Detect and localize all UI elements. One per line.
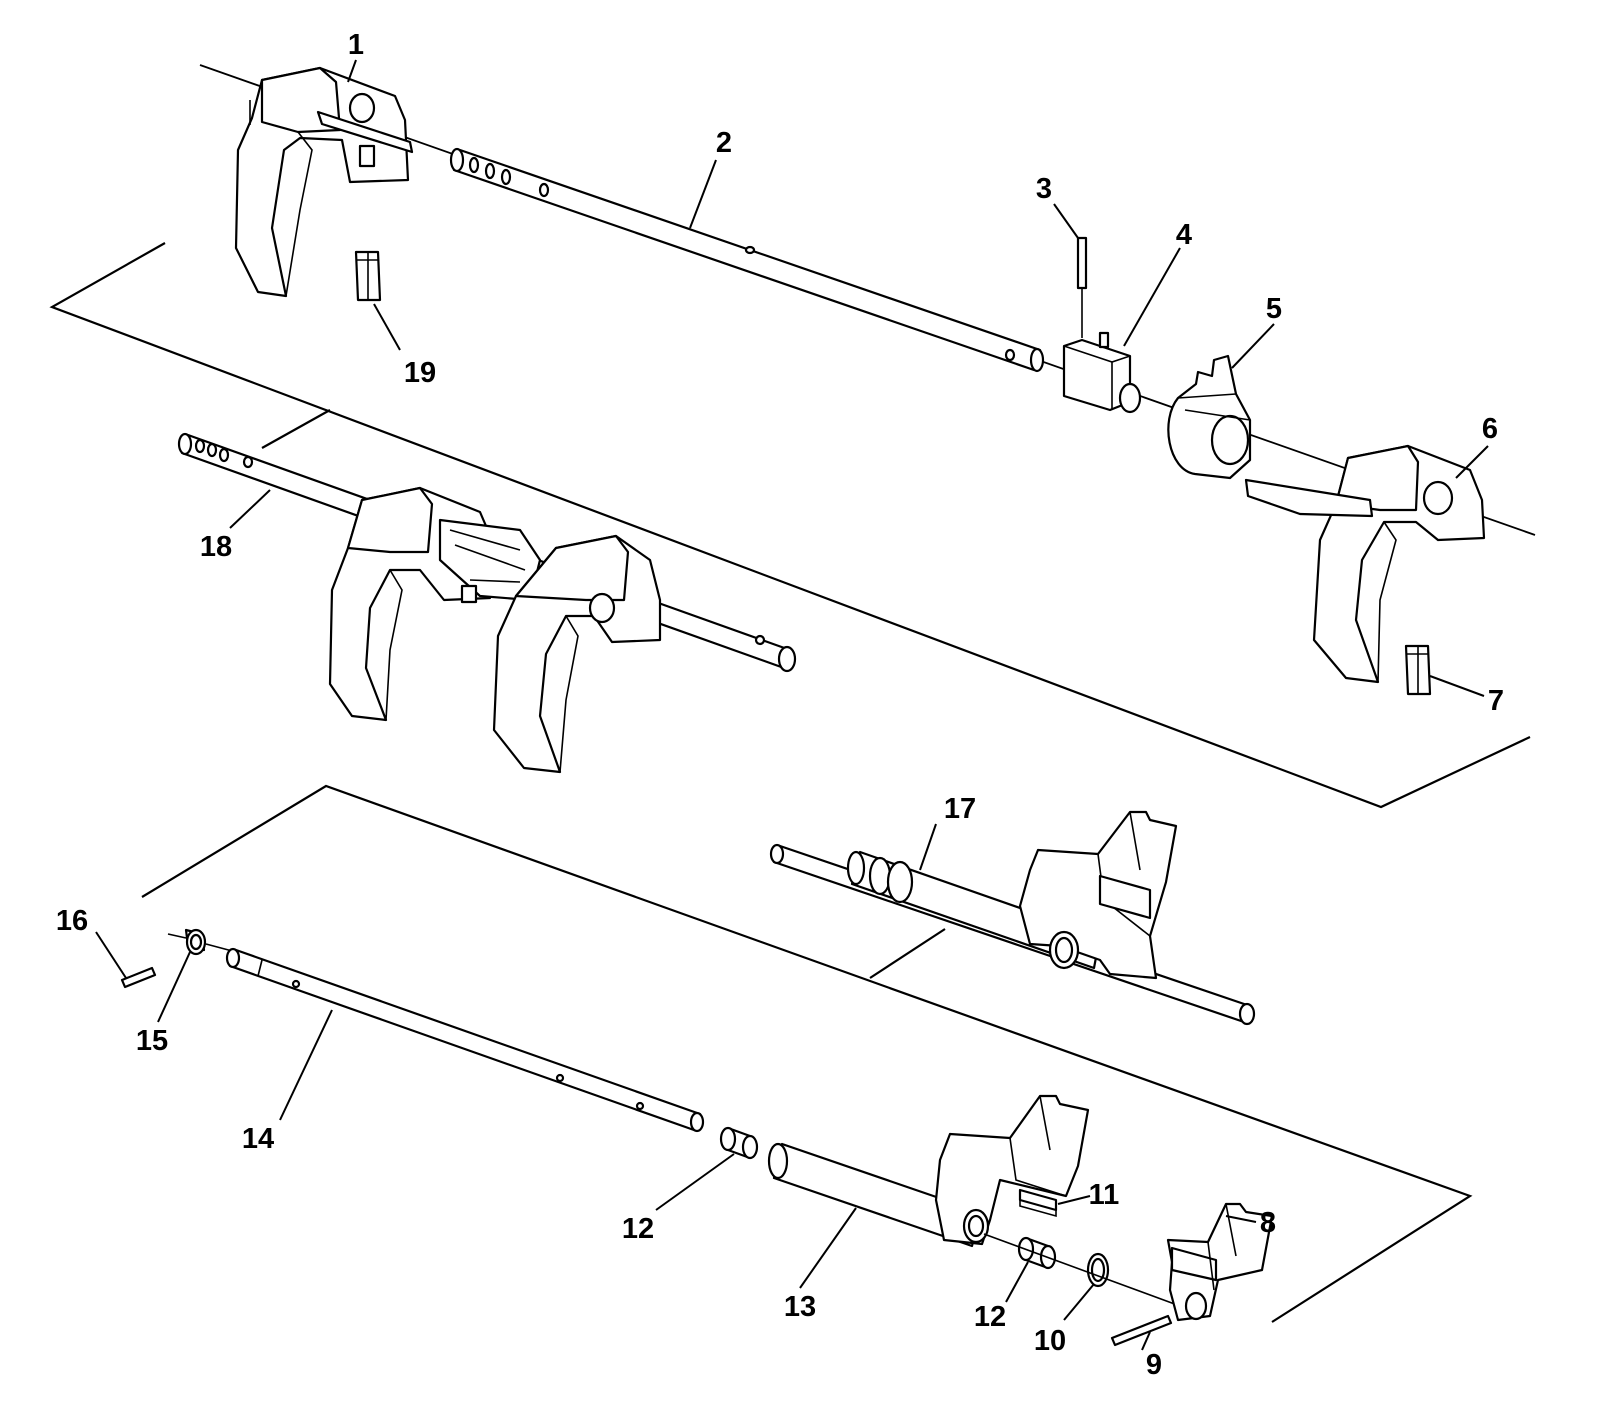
shaft-14 xyxy=(205,943,705,1133)
pin-16 xyxy=(120,966,157,989)
callout-12-a: 12 xyxy=(622,1213,654,1245)
pin-9 xyxy=(1110,1314,1173,1347)
insert-11 xyxy=(1018,1188,1058,1218)
callout-19: 19 xyxy=(404,357,436,389)
shift-shaft-assembly-17 xyxy=(769,810,1256,1026)
callout-15: 15 xyxy=(136,1025,168,1057)
callout-4: 4 xyxy=(1176,219,1192,251)
bushing-15 xyxy=(167,928,207,956)
callout-13: 13 xyxy=(784,1291,816,1323)
upper-group-frame xyxy=(49,242,1531,809)
callout-5: 5 xyxy=(1266,293,1282,325)
callout-11: 11 xyxy=(1089,1179,1120,1211)
callout-17: 17 xyxy=(944,793,976,825)
callout-9: 9 xyxy=(1146,1349,1162,1381)
leader-lines xyxy=(95,59,1489,1351)
callout-10: 10 xyxy=(1034,1325,1066,1357)
callout-12-b: 12 xyxy=(974,1301,1006,1333)
shift-lug-8 xyxy=(1166,1202,1274,1322)
bushing-12-a xyxy=(719,1126,759,1160)
fork-insert-7 xyxy=(1404,644,1432,696)
shift-block-4 xyxy=(1062,331,1142,414)
callout-8: 8 xyxy=(1260,1207,1276,1239)
callout-6: 6 xyxy=(1482,413,1498,445)
callout-2: 2 xyxy=(716,127,732,159)
snap-ring-10 xyxy=(1086,1252,1110,1288)
fork-insert-19 xyxy=(354,250,382,302)
shift-shaft-assembly-18 xyxy=(177,432,797,774)
callout-3: 3 xyxy=(1036,173,1052,205)
callout-18: 18 xyxy=(200,531,232,563)
interlock-5 xyxy=(1167,354,1252,480)
shift-fork-6 xyxy=(1244,444,1486,684)
shift-rail-2 xyxy=(449,147,1045,373)
callout-labels: 1 2 3 4 5 6 7 8 9 10 11 12 12 13 14 15 1… xyxy=(56,29,1504,1381)
callout-16: 16 xyxy=(56,905,88,937)
callout-14: 14 xyxy=(242,1123,274,1155)
roll-pin-3 xyxy=(1076,236,1088,338)
shift-fork-1 xyxy=(234,66,414,298)
shift-shaft-13 xyxy=(767,1094,1090,1248)
callout-7: 7 xyxy=(1488,685,1504,717)
lower-group-frame xyxy=(141,784,1473,1323)
callout-1: 1 xyxy=(348,29,364,61)
